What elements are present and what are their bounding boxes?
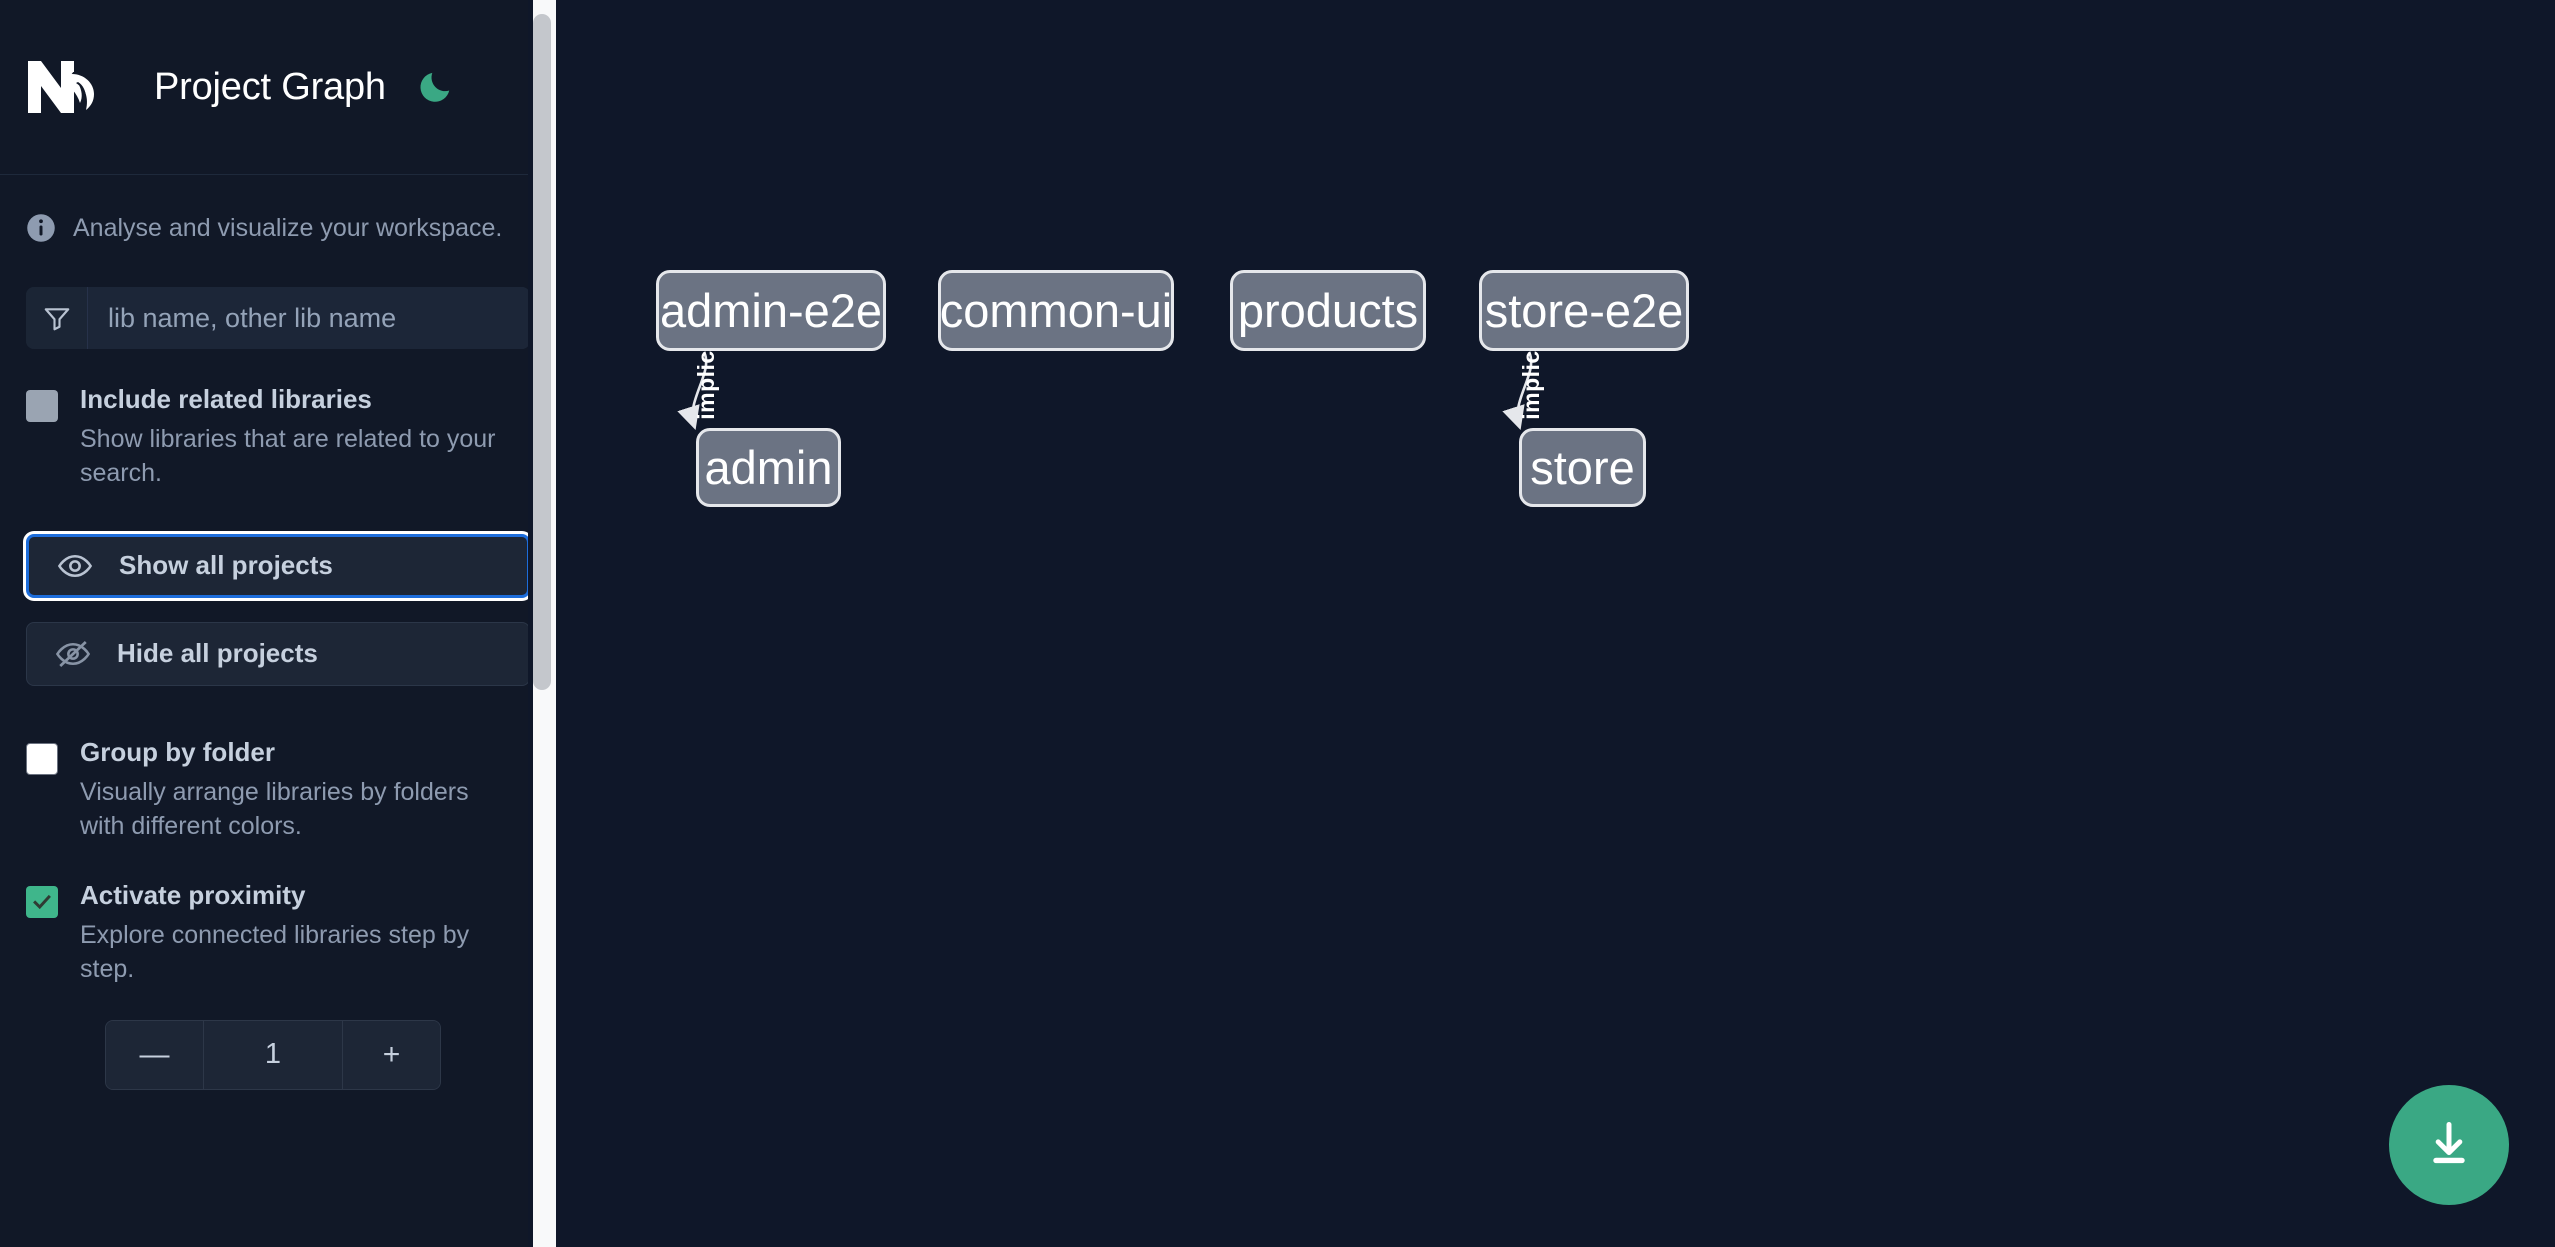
- option-group-by-folder[interactable]: Group by folder Visually arrange librari…: [0, 736, 556, 843]
- graph-edges: [677, 351, 1533, 430]
- graph-node-admin[interactable]: admin: [696, 428, 841, 507]
- option-title: Group by folder: [80, 736, 275, 767]
- page-title: Project Graph: [154, 65, 386, 108]
- funnel-icon[interactable]: [26, 287, 88, 349]
- sidebar-header: Project Graph: [0, 0, 556, 175]
- option-activate-proximity[interactable]: Activate proximity Explore connected lib…: [0, 879, 556, 986]
- checkbox-include-related-libraries[interactable]: [26, 390, 58, 422]
- option-title: Activate proximity: [80, 879, 306, 910]
- sidebar-content: Project Graph Analyse and visualize your…: [0, 0, 556, 1090]
- show-all-projects-button[interactable]: Show all projects: [26, 533, 530, 598]
- visibility-buttons: Show all projects Hide all projects: [26, 533, 530, 686]
- moon-icon[interactable]: [412, 64, 458, 110]
- info-icon: [26, 213, 56, 243]
- stepper-increment-button[interactable]: +: [342, 1020, 440, 1089]
- stepper-value: 1: [204, 1020, 342, 1089]
- hide-all-projects-button[interactable]: Hide all projects: [26, 621, 530, 686]
- option-text: Activate proximity Explore connected lib…: [80, 879, 510, 986]
- graph-node-common-ui[interactable]: common-ui: [938, 270, 1174, 351]
- show-all-projects-label: Show all projects: [119, 550, 333, 581]
- search-input[interactable]: [88, 287, 530, 349]
- option-title: Include related libraries: [80, 384, 372, 414]
- option-description: Show libraries that are related to your …: [80, 424, 496, 487]
- scrollbar-thumb[interactable]: [533, 14, 551, 690]
- option-text: Include related libraries Show libraries…: [80, 384, 510, 490]
- download-graph-button[interactable]: [2389, 1085, 2509, 1205]
- option-description: Visually arrange libraries by folders wi…: [80, 777, 469, 840]
- sidebar-scrollbar[interactable]: [528, 0, 556, 1247]
- proximity-stepper: — 1 +: [105, 1019, 441, 1090]
- graph-node-products[interactable]: products: [1230, 270, 1426, 351]
- tagline-text: Analyse and visualize your workspace.: [73, 213, 503, 242]
- hide-all-projects-label: Hide all projects: [117, 638, 318, 669]
- graph-canvas[interactable]: implicit implicit admin-e2e common-ui pr…: [556, 0, 2555, 1247]
- option-include-related-libraries[interactable]: Include related libraries Show libraries…: [0, 384, 556, 490]
- graph-node-admin-e2e[interactable]: admin-e2e: [656, 270, 886, 351]
- checkbox-group-by-folder[interactable]: [26, 742, 58, 775]
- checkbox-activate-proximity[interactable]: [26, 885, 58, 918]
- option-text: Group by folder Visually arrange librari…: [80, 736, 510, 843]
- option-description: Explore connected libraries step by step…: [80, 920, 470, 983]
- graph-node-store[interactable]: store: [1519, 428, 1646, 507]
- tagline-row: Analyse and visualize your workspace.: [0, 175, 556, 281]
- scrollbar-gutter: [528, 0, 533, 1247]
- stepper-decrement-button[interactable]: —: [106, 1020, 204, 1089]
- filter-bar: [26, 287, 530, 349]
- eye-off-icon: [55, 636, 91, 672]
- download-icon: [2423, 1118, 2475, 1173]
- eye-icon: [57, 548, 93, 584]
- graph-node-store-e2e[interactable]: store-e2e: [1479, 270, 1689, 351]
- nx-logo: [26, 57, 122, 117]
- sidebar: Project Graph Analyse and visualize your…: [0, 0, 556, 1247]
